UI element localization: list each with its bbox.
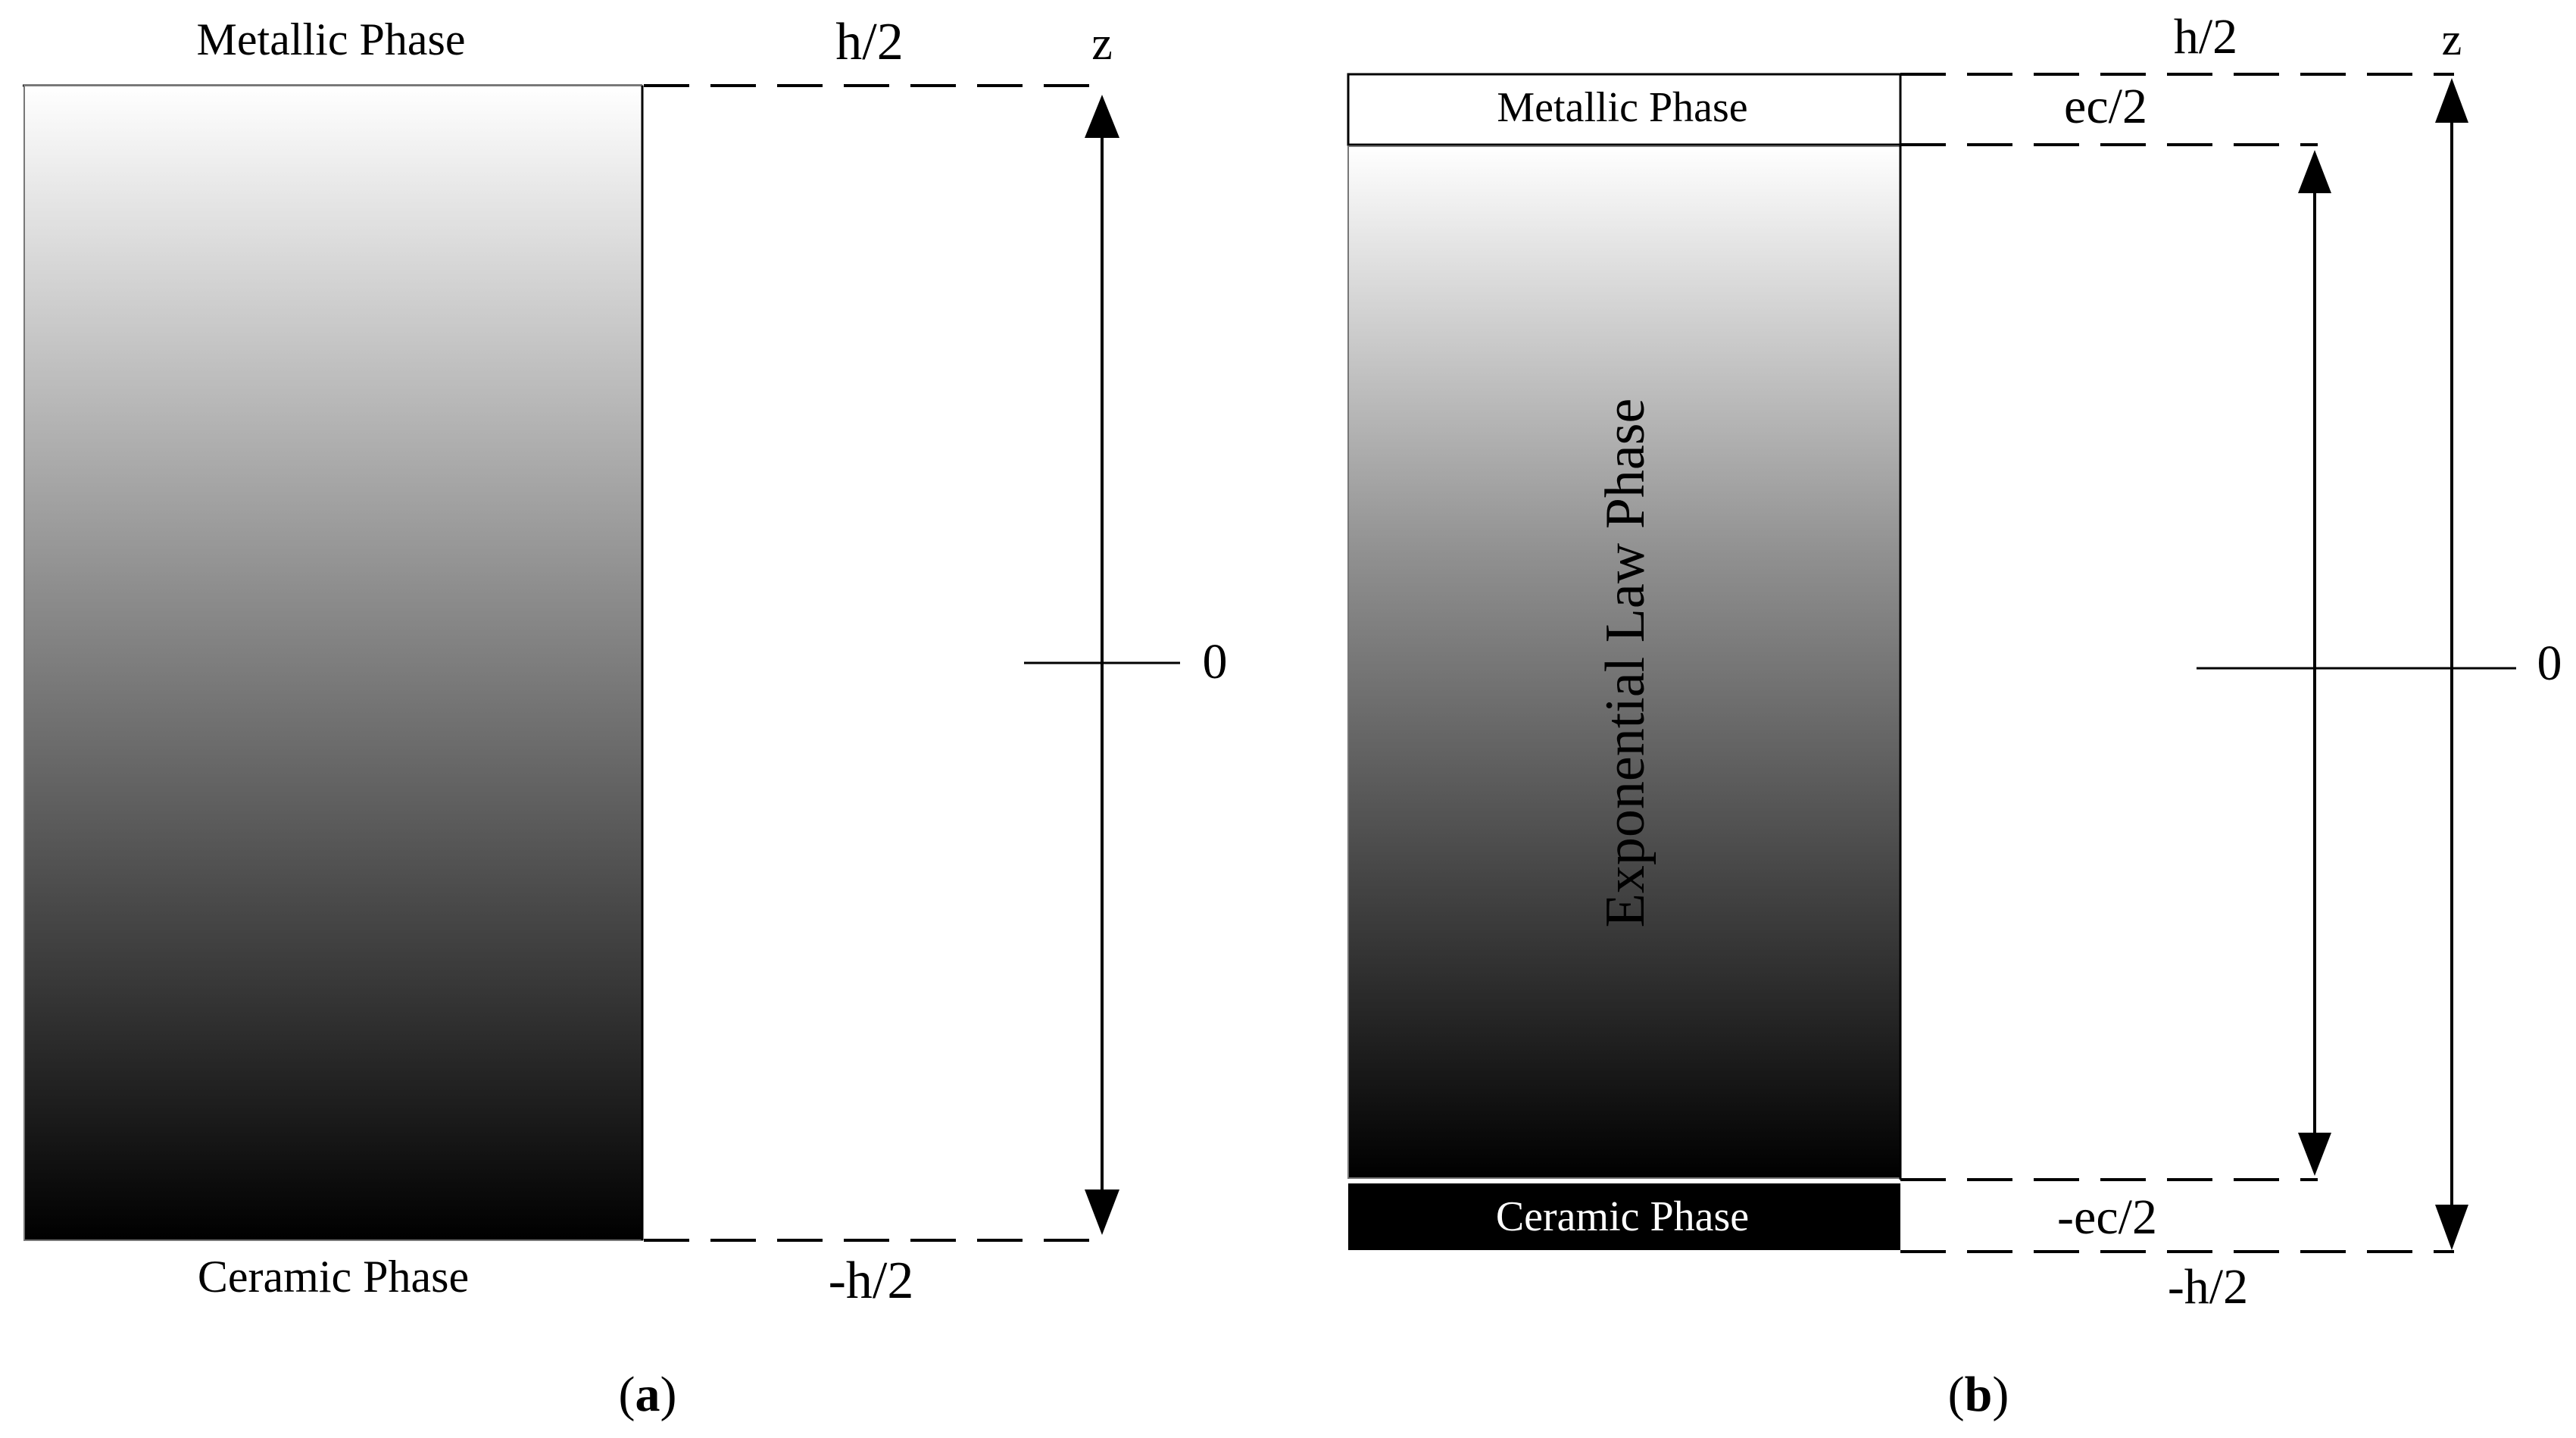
panel-b-zero-label: 0 bbox=[2537, 636, 2562, 691]
panel-b-outer-bottom-value: -h/2 bbox=[2168, 1259, 2248, 1315]
panel-b-down-arrowhead bbox=[2435, 1205, 2468, 1250]
panel-a-bottom-label: Ceramic Phase bbox=[198, 1252, 469, 1302]
panel-b-axis-label: z bbox=[2442, 14, 2462, 64]
panel-b-inner-bottom-value: -ec/2 bbox=[2057, 1189, 2157, 1245]
panel-a-up-arrowhead bbox=[1085, 95, 1119, 138]
panel-b-exponential-label: Exponential Law Phase bbox=[1594, 399, 1656, 928]
panel-a: Metallic Phase Ceramic Phase h/2 -h/2 z … bbox=[23, 13, 1228, 1422]
panel-a-top-label: Metallic Phase bbox=[197, 14, 466, 64]
panel-b-caption-letter: b bbox=[1965, 1367, 1993, 1422]
panel-a-gradient-block bbox=[23, 85, 643, 1241]
panel-a-caption-letter: a bbox=[635, 1367, 660, 1422]
panel-a-bottom-value: -h/2 bbox=[829, 1252, 914, 1310]
panel-b-ceramic-label: Ceramic Phase bbox=[1496, 1193, 1749, 1240]
panel-b: Metallic Phase Exponential Law Phase Cer… bbox=[1347, 9, 2562, 1422]
panel-b-inner-top-value: ec/2 bbox=[2064, 79, 2147, 134]
panel-b-gradient-layer bbox=[1347, 145, 1901, 1179]
panel-a-top-value: h/2 bbox=[835, 13, 903, 71]
panel-b-caption: (b) bbox=[1948, 1367, 2009, 1422]
panel-a-axis-label: z bbox=[1091, 18, 1113, 70]
panel-b-metallic-layer bbox=[1347, 73, 1902, 146]
panel-a-caption: (a) bbox=[619, 1367, 677, 1422]
panel-b-inner-down-arrowhead bbox=[2298, 1133, 2331, 1176]
panel-b-outer-top-value: h/2 bbox=[2174, 9, 2237, 64]
panel-b-inner-up-arrowhead bbox=[2298, 150, 2331, 193]
panel-a-down-arrowhead bbox=[1085, 1189, 1119, 1235]
panel-b-up-arrowhead bbox=[2435, 78, 2468, 123]
panel-a-zero-label: 0 bbox=[1203, 634, 1228, 689]
panel-b-ceramic-layer bbox=[1348, 1183, 1900, 1250]
panel-b-metallic-label: Metallic Phase bbox=[1497, 84, 1747, 131]
